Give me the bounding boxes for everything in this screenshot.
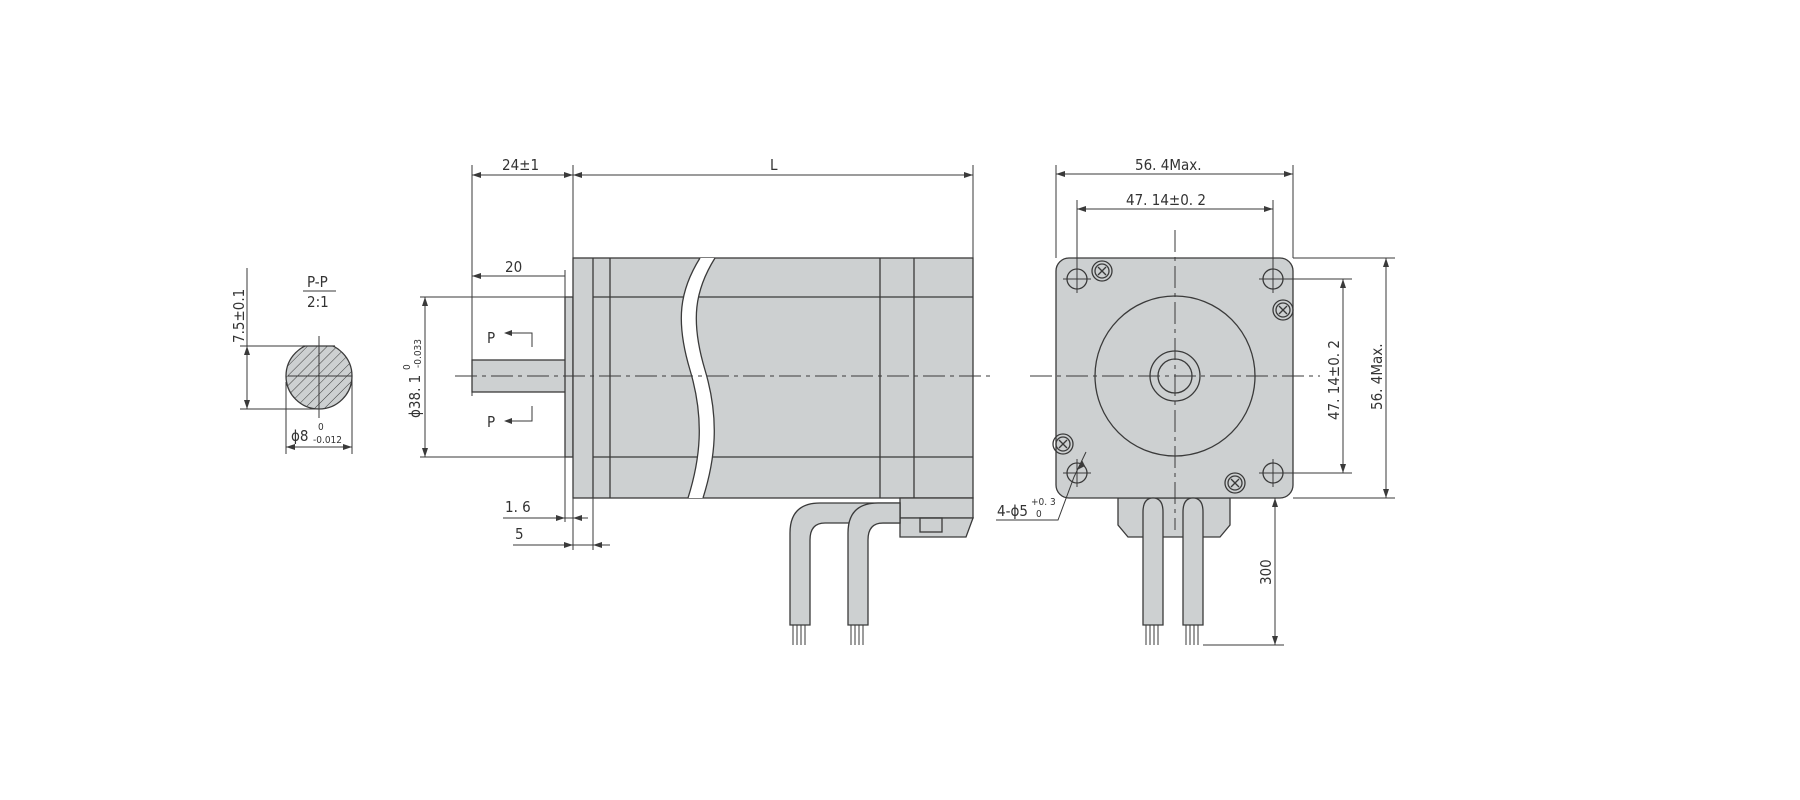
front-view: 56. 4Max. 47. 14±0. 2 47. 14±0. 2 56. 4M… <box>996 156 1395 646</box>
svg-text:0: 0 <box>318 422 324 433</box>
mounting-holes <box>1063 265 1300 487</box>
pilot-height-label: 1. 6 <box>505 498 531 516</box>
svg-text:+0. 3: +0. 3 <box>1031 497 1056 508</box>
width-max-label: 56. 4Max. <box>1135 156 1202 174</box>
cable-front-2 <box>1182 497 1204 626</box>
svg-text:0: 0 <box>402 364 413 370</box>
svg-text:0: 0 <box>1036 509 1042 520</box>
svg-text:P: P <box>487 329 495 347</box>
flat-dim-label: 7.5±0.1 <box>230 289 248 343</box>
height-max-label: 56. 4Max. <box>1368 343 1386 410</box>
hole-callout-label: 4-ϕ5 <box>997 502 1028 520</box>
svg-text:-0.033: -0.033 <box>413 339 424 368</box>
cable-length-label: 300 <box>1257 559 1275 585</box>
svg-text:P: P <box>487 413 495 431</box>
cable-2 <box>847 502 901 626</box>
side-view: 24±1 L 20 P P ϕ38. 1 0 -0.033 1. 6 <box>402 156 990 645</box>
motor-body <box>572 257 974 499</box>
dia-label: ϕ8 <box>291 427 308 445</box>
section-title: P-P <box>307 273 328 291</box>
pilot-dia-label: ϕ38. 1 <box>406 375 424 418</box>
flange-thickness-label: 5 <box>515 525 524 543</box>
body-length-label: L <box>770 156 778 174</box>
section-view: 7.5±0.1 P-P 2:1 ϕ8 0 -0.012 <box>230 268 353 454</box>
section-scale: 2:1 <box>307 293 329 311</box>
pilot-boss <box>564 296 574 458</box>
hole-spacing-v-label: 47. 14±0. 2 <box>1325 340 1343 420</box>
break-gap <box>681 258 715 498</box>
screws <box>1052 260 1294 494</box>
cable-front-1 <box>1142 497 1164 626</box>
svg-text:-0.012: -0.012 <box>313 435 342 446</box>
key-length-label: 20 <box>505 258 522 276</box>
shaft-length-label: 24±1 <box>502 156 539 174</box>
hole-spacing-label: 47. 14±0. 2 <box>1126 191 1206 209</box>
